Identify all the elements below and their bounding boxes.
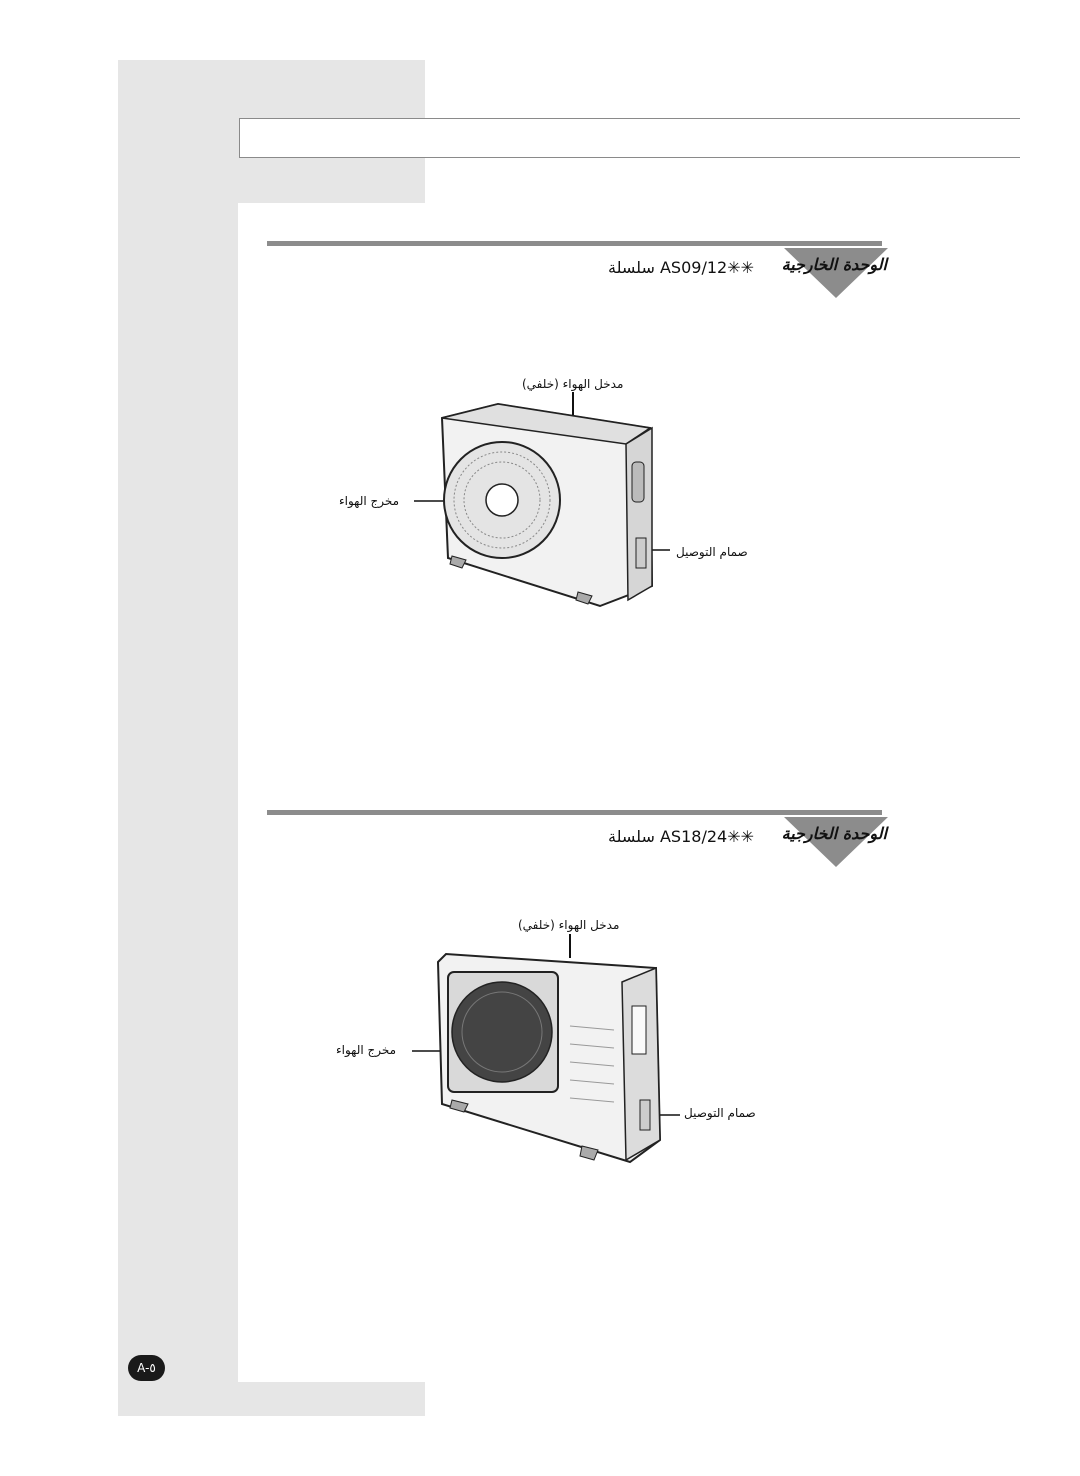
section-heading: الوحدة الخارجية [781,255,887,274]
sidebar-panel-bottom [118,1382,425,1416]
air-outlet-label: مخرج الهواء [339,494,400,508]
section-rule [267,810,882,815]
section-rule [267,241,882,246]
page-number-badge: A-٥ [128,1355,165,1381]
section-heading: الوحدة الخارجية [781,824,887,843]
section-triangle-marker [784,248,888,298]
service-valve-icon [635,537,647,569]
outdoor-unit-small-illustration [414,392,670,608]
series-label: سلسلة AS09/12✳✳ [608,258,754,277]
section-outdoor-unit-1: الوحدة الخارجية سلسلة AS09/12✳✳ [267,241,888,321]
section-outdoor-unit-2: الوحدة الخارجية سلسلة AS18/24✳✳ [267,810,888,890]
service-valve-icon [639,1099,651,1131]
series-label: سلسلة AS18/24✳✳ [608,827,754,846]
sidebar-panel [118,60,238,1416]
section-triangle-marker [784,817,888,867]
air-outlet-label: مخرج الهواء [336,1043,397,1057]
service-valve-label: صمام التوصيل [676,545,748,559]
air-inlet-label: مدخل الهواء (خلفي) [522,377,624,391]
service-valve-label: صمام التوصيل [684,1106,756,1120]
outdoor-unit-large-illustration [412,934,680,1164]
air-inlet-label: مدخل الهواء (خلفي) [518,918,620,932]
page-title-box [239,118,1020,158]
